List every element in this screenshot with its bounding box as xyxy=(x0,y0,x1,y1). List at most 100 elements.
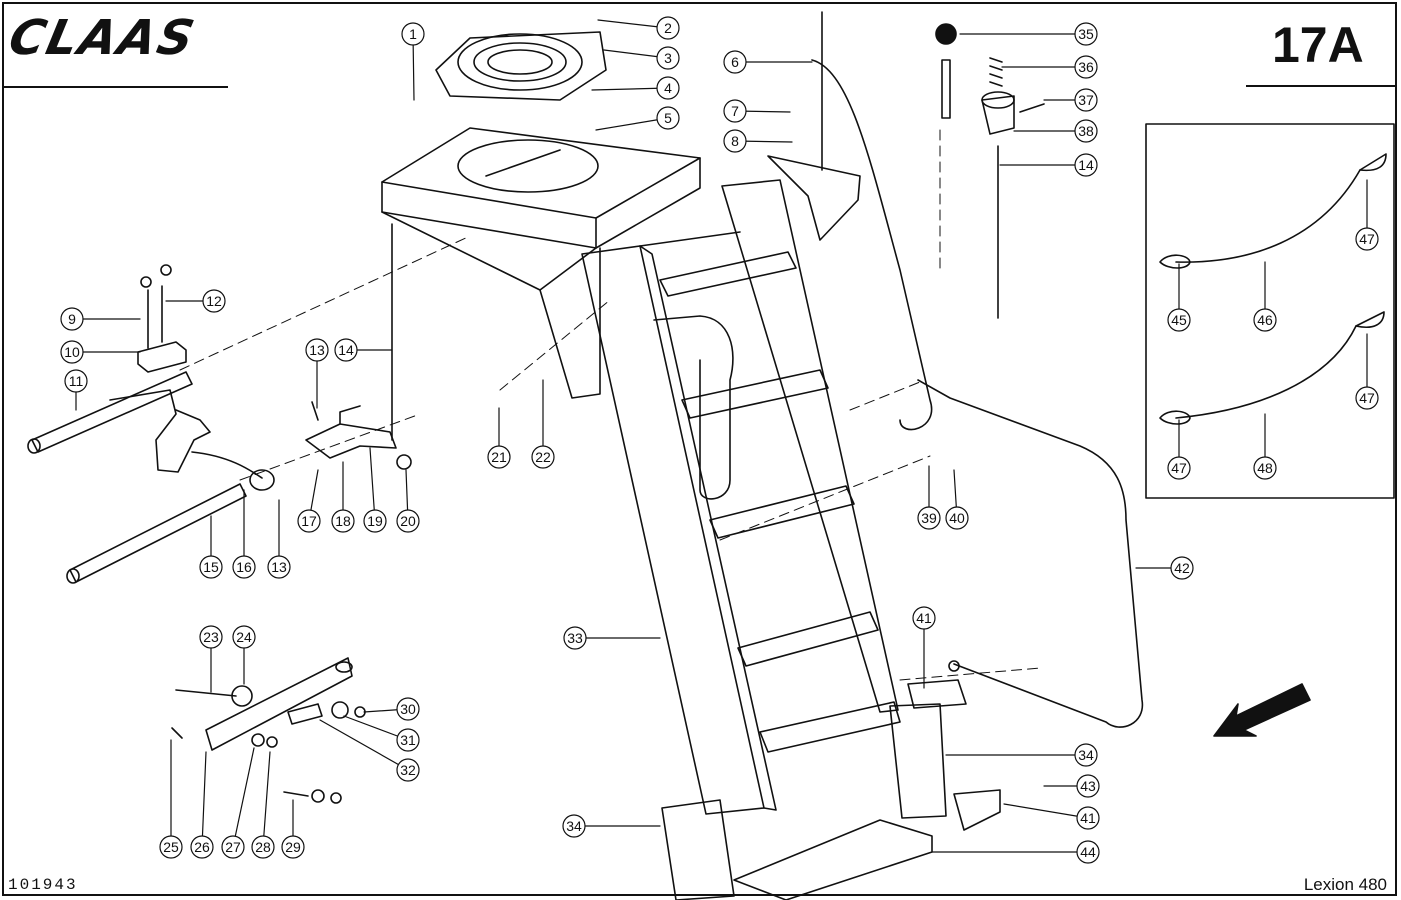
callout-44: 44 xyxy=(931,840,1100,864)
safety-chains xyxy=(1159,153,1387,425)
callout-circle xyxy=(1170,556,1194,580)
callout-number: 2 xyxy=(664,20,672,36)
callout-number: 41 xyxy=(1080,810,1096,826)
callout-9: 9 xyxy=(60,307,141,331)
callout-6: 6 xyxy=(723,50,813,74)
callout-number: 7 xyxy=(731,103,739,119)
callout-leader xyxy=(595,117,669,131)
callout-number: 13 xyxy=(309,342,325,358)
callout-13: 13 xyxy=(305,338,329,409)
callout-leader xyxy=(591,87,669,91)
callout-circle xyxy=(396,509,420,533)
callout-5: 5 xyxy=(595,106,680,131)
callout-number: 45 xyxy=(1171,312,1187,328)
callout-42: 42 xyxy=(1135,556,1194,580)
callout-25: 25 xyxy=(159,739,183,859)
callout-number: 34 xyxy=(566,818,582,834)
callout-number: 46 xyxy=(1257,312,1273,328)
callout-40: 40 xyxy=(945,469,969,530)
callout-circle xyxy=(64,369,88,393)
callout-circle xyxy=(232,555,256,579)
callout-number: 9 xyxy=(68,311,76,327)
assembly-lines xyxy=(179,129,1041,681)
callout-circle xyxy=(1074,153,1098,177)
callout-16: 16 xyxy=(232,489,256,579)
callout-number: 6 xyxy=(731,54,739,70)
callout-number: 39 xyxy=(921,510,937,526)
callout-circle xyxy=(917,506,941,530)
callout-2: 2 xyxy=(597,16,680,40)
callout-number: 47 xyxy=(1359,390,1375,406)
callout-number: 43 xyxy=(1080,778,1096,794)
page-number-underline xyxy=(1246,85,1396,87)
direction-arrow-icon xyxy=(1213,683,1311,737)
callout-number: 31 xyxy=(400,732,416,748)
callout-47: 47 xyxy=(1355,179,1379,251)
callout-circle xyxy=(1253,308,1277,332)
callout-circle xyxy=(1253,456,1277,480)
bottom-steps xyxy=(661,679,1001,900)
callout-21: 21 xyxy=(487,407,511,469)
callout-circle xyxy=(531,445,555,469)
ladder xyxy=(581,11,933,815)
latch-lever xyxy=(305,223,412,470)
callout-leader xyxy=(597,19,669,29)
callout-leader xyxy=(232,747,255,848)
callout-18: 18 xyxy=(331,461,355,533)
callout-circle xyxy=(305,338,329,362)
callout-number: 29 xyxy=(285,839,301,855)
callout-number: 28 xyxy=(255,839,271,855)
callout-circle xyxy=(656,46,680,70)
callout-number: 17 xyxy=(301,513,317,529)
callout-circle xyxy=(202,289,226,313)
callout-11: 11 xyxy=(64,369,88,411)
callout-number: 34 xyxy=(1078,747,1094,763)
callout-41: 41 xyxy=(1003,803,1100,830)
callout-circle xyxy=(945,506,969,530)
callout-number: 32 xyxy=(400,762,416,778)
callout-circle xyxy=(1076,806,1100,830)
callout-circle xyxy=(1074,743,1098,767)
callout-circle xyxy=(1074,119,1098,143)
callout-47: 47 xyxy=(1167,419,1191,480)
callout-circle xyxy=(723,50,747,74)
callout-31: 31 xyxy=(343,715,420,752)
callout-47: 47 xyxy=(1355,333,1379,410)
callout-4: 4 xyxy=(591,76,680,100)
callout-15: 15 xyxy=(199,515,223,579)
chain-detail-box xyxy=(1145,123,1395,499)
callout-circle xyxy=(396,728,420,752)
callout-12: 12 xyxy=(165,289,226,313)
callout-1: 1 xyxy=(401,22,425,101)
callout-circle xyxy=(656,16,680,40)
callout-10: 10 xyxy=(60,340,141,364)
callout-41: 41 xyxy=(912,606,936,689)
callout-number: 26 xyxy=(194,839,210,855)
callout-circle xyxy=(60,340,84,364)
callout-number: 23 xyxy=(203,629,219,645)
callout-leader xyxy=(319,719,409,771)
page-number: 17A xyxy=(1272,17,1364,73)
handrail xyxy=(917,379,1144,728)
callout-17: 17 xyxy=(297,469,321,533)
callout-14: 14 xyxy=(334,338,393,362)
document-number: 101943 xyxy=(8,876,78,894)
callout-number: 48 xyxy=(1257,460,1273,476)
callout-circle xyxy=(1167,308,1191,332)
callout-circle xyxy=(487,445,511,469)
callout-number: 33 xyxy=(567,630,583,646)
callout-number: 27 xyxy=(225,839,241,855)
callout-37: 37 xyxy=(1043,88,1098,112)
callout-number: 42 xyxy=(1174,560,1190,576)
callout-circle xyxy=(1355,227,1379,251)
callout-circle xyxy=(401,22,425,46)
callout-circle xyxy=(396,758,420,782)
callout-number: 12 xyxy=(206,293,222,309)
callout-leader xyxy=(201,751,207,848)
callout-7: 7 xyxy=(723,99,791,123)
callout-circle xyxy=(1076,774,1100,798)
callout-leader xyxy=(369,447,376,522)
callout-circle xyxy=(723,129,747,153)
callout-8: 8 xyxy=(723,129,793,153)
